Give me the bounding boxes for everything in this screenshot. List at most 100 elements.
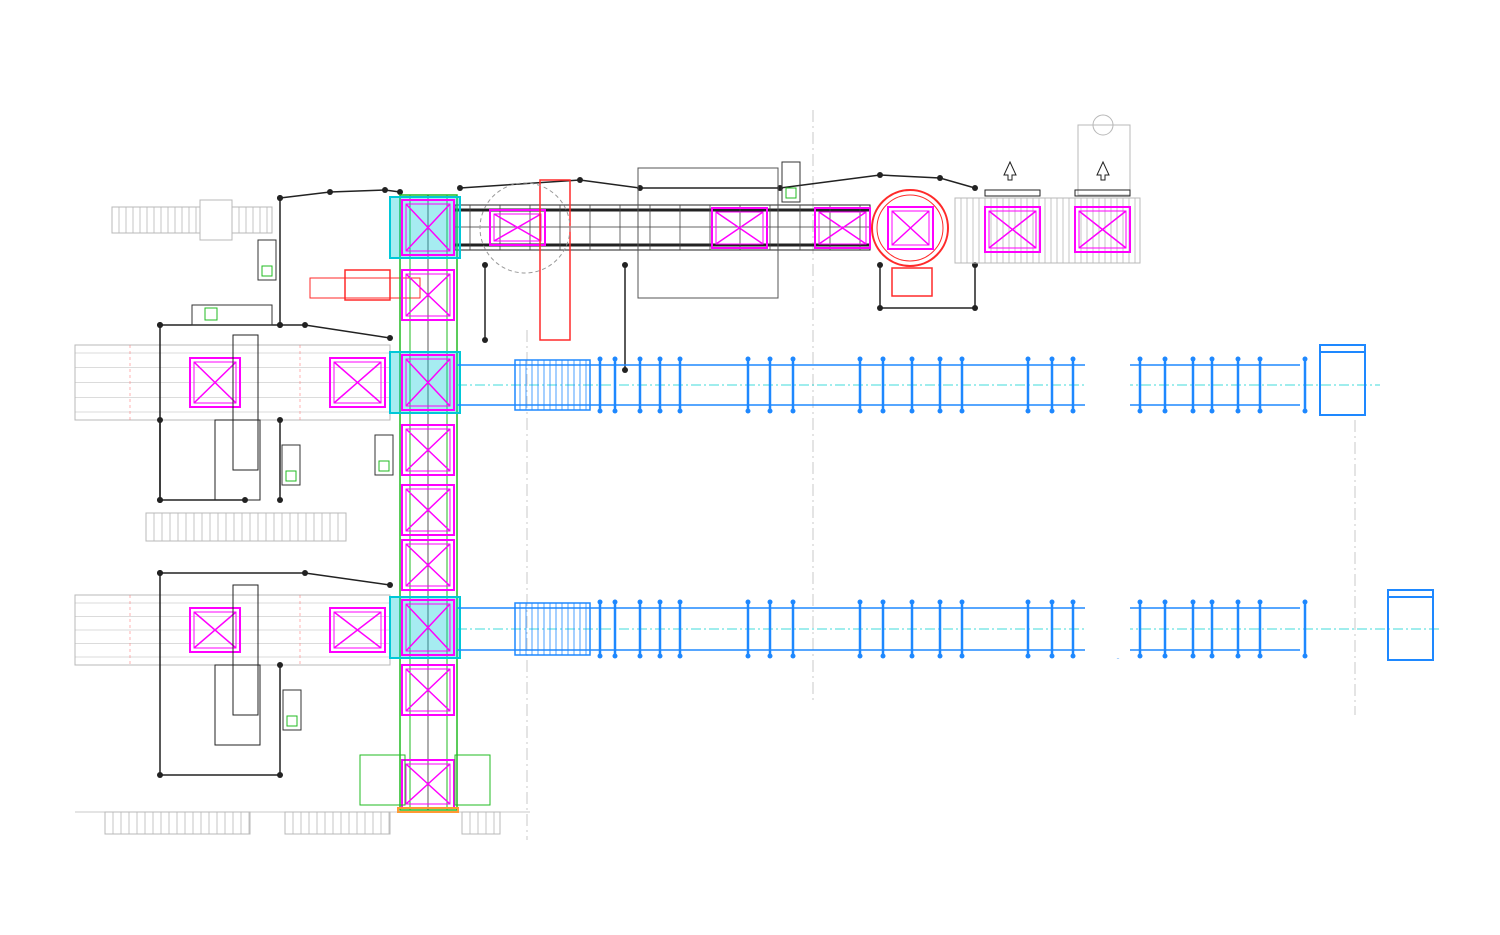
infeed-pallet [189, 357, 241, 408]
transfer-pallet [401, 484, 455, 536]
safety-fence [279, 198, 391, 339]
post-foot [767, 653, 773, 659]
post-foot [612, 599, 618, 605]
fence-post [877, 262, 883, 268]
safety-fence [159, 325, 245, 501]
post-foot [1162, 653, 1168, 659]
gap [1085, 355, 1130, 415]
transfer-pallet [401, 354, 455, 411]
post-foot [1025, 653, 1031, 659]
pallet-cross [818, 211, 867, 245]
pallet-cross [333, 611, 382, 649]
post-foot [597, 356, 603, 362]
fence-post [157, 497, 163, 503]
pallet-inner [405, 273, 451, 317]
post-foot [790, 356, 796, 362]
outfeed-pallet [1074, 206, 1131, 253]
pallet-inner [405, 358, 451, 407]
panel-status-icon [286, 715, 298, 727]
post-foot [790, 408, 796, 414]
pallet-inner [988, 210, 1037, 249]
post-foot [1049, 408, 1055, 414]
pallet-cross [405, 543, 451, 587]
pallet-inner [405, 203, 451, 252]
post-foot [657, 653, 663, 659]
post-foot [1190, 408, 1196, 414]
existing-conveyor [111, 206, 201, 234]
robot-column [232, 584, 259, 716]
fence-post [387, 582, 393, 588]
stacker-unit [214, 419, 261, 501]
post-foot [1070, 356, 1076, 362]
pallet-cross [405, 488, 451, 532]
control-panel [282, 689, 302, 731]
post-foot [745, 356, 751, 362]
control-cabinet [191, 304, 273, 326]
fence-post [277, 772, 283, 778]
post-foot [637, 599, 643, 605]
post-foot [637, 356, 643, 362]
pallet-cross [333, 361, 382, 404]
fence-post [242, 497, 248, 503]
transfer-conveyor [399, 194, 458, 811]
post-foot [1257, 653, 1263, 659]
pallet-cross [405, 603, 451, 652]
panel-status-icon [378, 460, 390, 472]
post-foot [1302, 653, 1308, 659]
accum-end-unit [1319, 344, 1366, 416]
post-foot [937, 599, 943, 605]
control-panel [257, 239, 277, 281]
pallet-cross [1078, 210, 1127, 249]
robot-rail [309, 277, 421, 299]
post-foot [677, 356, 683, 362]
post-foot [745, 653, 751, 659]
fence-post [277, 417, 283, 423]
transfer-pallet [401, 424, 455, 476]
control-panel [781, 161, 801, 203]
existing-rail [104, 811, 251, 835]
post-foot [1137, 356, 1143, 362]
cabinet-status-icon [204, 307, 218, 321]
panel-status-icon [261, 265, 273, 277]
pallet-inner [715, 211, 764, 245]
control-panel [374, 434, 394, 476]
outfeed-stop [1074, 189, 1131, 197]
post-foot [1137, 408, 1143, 414]
safety-fence [159, 573, 281, 776]
fence-post [277, 195, 283, 201]
post-foot [1190, 356, 1196, 362]
safety-fence [160, 572, 391, 586]
post-foot [880, 356, 886, 362]
post-foot [1025, 408, 1031, 414]
post-foot [1049, 356, 1055, 362]
post-foot [612, 653, 618, 659]
fence-post [157, 772, 163, 778]
fence-post [157, 322, 163, 328]
pallet-inner [493, 213, 542, 242]
post-foot [1235, 599, 1241, 605]
panel-status-icon [285, 470, 297, 482]
post-foot [657, 408, 663, 414]
turntable-pallet [887, 206, 934, 250]
post-foot [880, 408, 886, 414]
fence-post [972, 185, 978, 191]
post-foot [857, 599, 863, 605]
post-foot [1302, 356, 1308, 362]
post-foot [790, 653, 796, 659]
existing-conveyor [231, 206, 273, 234]
fence-post [157, 417, 163, 423]
post-foot [1025, 599, 1031, 605]
fence-post [302, 570, 308, 576]
fence-post [482, 262, 488, 268]
post-foot [909, 408, 915, 414]
wrapper-drive [891, 267, 933, 297]
post-foot [597, 653, 603, 659]
pallet [814, 207, 871, 249]
pallet-cross [891, 210, 930, 246]
safety-fence [879, 265, 976, 309]
pallet-inner [405, 428, 451, 472]
pallet-inner [193, 361, 237, 404]
post-foot [612, 408, 618, 414]
fence-post [482, 337, 488, 343]
pallet-cross [405, 763, 451, 805]
